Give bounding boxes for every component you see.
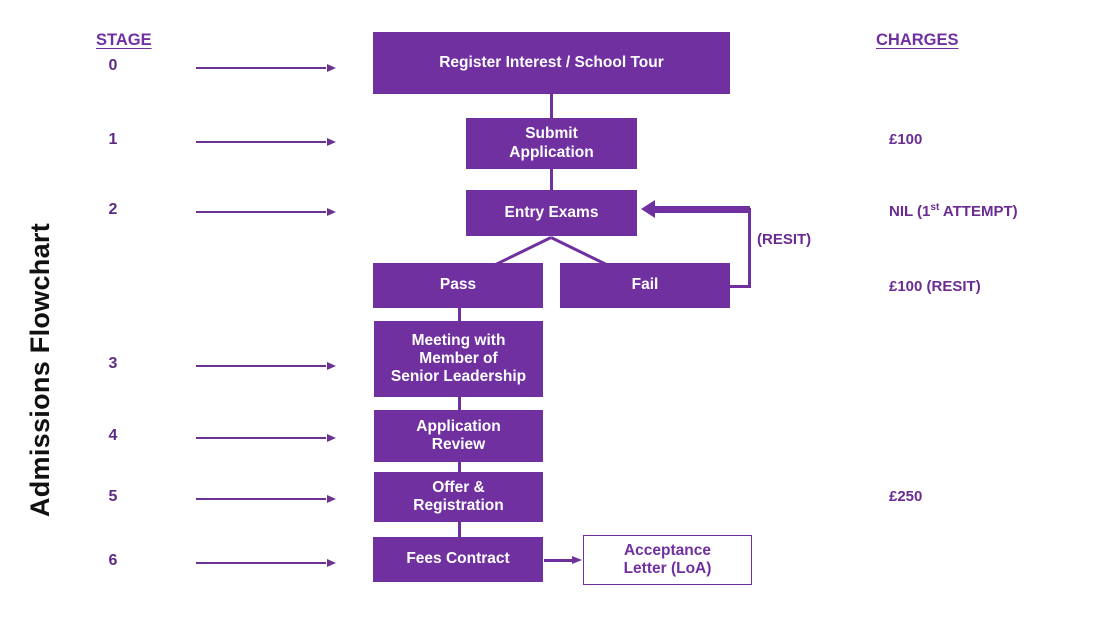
node-meeting-senior-leadership[interactable]: Meeting with Member of Senior Leadership <box>374 321 543 397</box>
stage-arrow-5 <box>196 493 336 505</box>
node-label-line-1: Submit <box>525 125 578 143</box>
node-application-review[interactable]: Application Review <box>374 410 543 462</box>
charge-entry-exams-ordinal: st <box>930 202 940 213</box>
node-fees-contract[interactable]: Fees Contract <box>373 537 543 582</box>
node-label-line-2: Review <box>431 436 486 453</box>
connector-submit-to-entry <box>550 168 553 192</box>
node-fail[interactable]: Fail <box>560 263 730 308</box>
arrow-right-icon <box>572 556 582 564</box>
node-label: Fail <box>631 276 659 294</box>
arrow-right-icon <box>327 64 336 72</box>
node-label: Pass <box>439 276 477 294</box>
stage-number-4: 4 <box>108 427 118 444</box>
stage-column-heading: STAGE <box>96 31 152 49</box>
stage-arrow-shaft <box>196 498 326 500</box>
stage-number-0: 0 <box>108 57 118 74</box>
stage-arrow-shaft <box>196 562 326 564</box>
node-submit-application[interactable]: Submit Application <box>466 118 637 169</box>
stage-arrow-shaft <box>196 365 326 367</box>
node-acceptance-letter[interactable]: Acceptance Letter (LoA) <box>583 535 752 585</box>
node-label: Meeting with Member of Senior Leadership <box>391 332 526 387</box>
charge-resit: £100 (RESIT) <box>889 278 981 295</box>
stage-arrow-2 <box>196 206 336 218</box>
charge-entry-exams-suffix: ATTEMPT) <box>939 203 1018 220</box>
arrow-right-icon <box>327 208 336 216</box>
node-offer-registration[interactable]: Offer & Registration <box>374 472 543 522</box>
charge-entry-exams: NIL (1st ATTEMPT) <box>889 202 1018 220</box>
stage-arrow-shaft <box>196 141 326 143</box>
node-label: Fees Contract <box>406 550 510 568</box>
node-label-line-1: Offer & <box>432 478 485 496</box>
resit-label: (RESIT) <box>757 231 812 248</box>
node-label: Offer & Registration <box>413 479 503 516</box>
stage-arrow-shaft <box>196 211 326 213</box>
charges-column-heading: CHARGES <box>876 31 959 49</box>
stage-number-1: 1 <box>108 131 118 148</box>
connector-fees-to-acceptance <box>544 559 574 562</box>
stage-number-5: 5 <box>108 488 118 505</box>
charge-entry-exams-prefix: NIL (1 <box>889 203 931 220</box>
node-label-line-1: Application <box>416 417 501 435</box>
stage-arrow-1 <box>196 136 336 148</box>
node-label: Submit Application <box>509 125 593 162</box>
node-label-line-2: Application <box>509 143 594 161</box>
arrow-right-icon <box>327 495 336 503</box>
connector-offer-to-fees <box>458 521 461 538</box>
arrow-right-icon <box>327 434 336 442</box>
node-label-line-1: Meeting with <box>411 331 506 349</box>
resit-path-bottom <box>727 285 751 288</box>
arrow-right-icon <box>327 138 336 146</box>
arrow-right-icon <box>327 559 336 567</box>
node-register-interest[interactable]: Register Interest / School Tour <box>373 32 730 94</box>
node-label-line-2: Member of <box>419 349 498 367</box>
resit-path-top <box>655 206 750 213</box>
stage-number-3: 3 <box>108 355 118 372</box>
arrow-left-icon <box>641 200 655 218</box>
node-label-line-3: Senior Leadership <box>390 368 527 386</box>
connector-meeting-to-review <box>458 396 461 411</box>
node-label-line-2: Registration <box>413 497 504 514</box>
connector-review-to-offer <box>458 461 461 473</box>
charge-offer-registration: £250 <box>889 488 923 505</box>
node-label-line-1: Acceptance <box>623 541 711 559</box>
charge-submit-application: £100 <box>889 131 923 148</box>
connector-register-to-submit <box>550 93 553 120</box>
node-label: Register Interest / School Tour <box>439 53 664 71</box>
stage-arrow-0 <box>196 62 336 74</box>
arrow-right-icon <box>327 362 336 370</box>
node-entry-exams[interactable]: Entry Exams <box>466 190 637 236</box>
node-label: Entry Exams <box>504 203 599 221</box>
node-label: Acceptance Letter (LoA) <box>624 542 712 579</box>
connector-pass-to-meeting <box>458 307 461 323</box>
node-pass[interactable]: Pass <box>373 263 543 308</box>
stage-number-2: 2 <box>108 201 118 218</box>
node-label-line-2: Letter (LoA) <box>623 560 712 577</box>
stage-arrow-4 <box>196 432 336 444</box>
stage-arrow-shaft <box>196 437 326 439</box>
stage-number-6: 6 <box>108 552 118 569</box>
stage-arrow-shaft <box>196 67 326 69</box>
page-title: Admissions Flowchart <box>24 222 55 518</box>
stage-arrow-3 <box>196 360 336 372</box>
stage-arrow-6 <box>196 557 336 569</box>
node-label: Application Review <box>416 418 500 455</box>
resit-path-vertical <box>748 208 751 287</box>
